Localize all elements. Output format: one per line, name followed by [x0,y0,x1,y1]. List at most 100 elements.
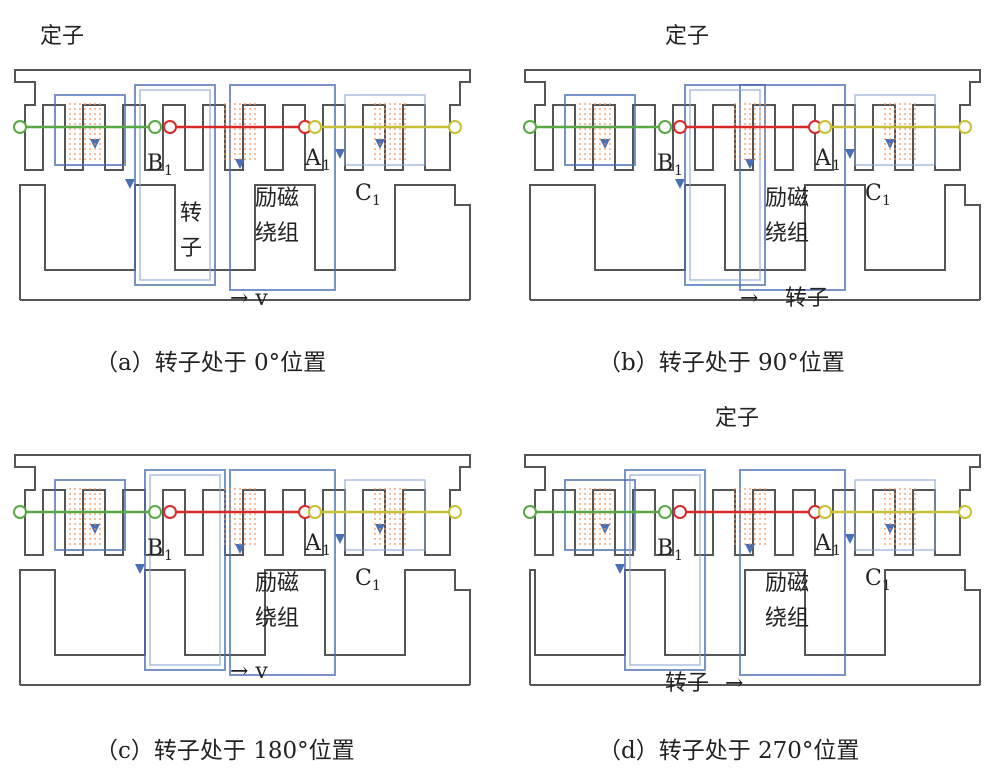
winding-label-line1: 励磁 [765,571,809,596]
flux-arrow [845,534,855,544]
flux-loop [564,94,636,166]
winding-label-line2: 绕组 [765,221,809,246]
motion-arrow: → [740,286,758,311]
flux-loop [149,474,221,666]
phase-c1-label: C [355,181,372,206]
terminal-marker [958,505,972,519]
terminal-marker [163,505,177,519]
flux-loop [684,84,766,286]
flux-arrow [745,544,755,554]
flux-arrow [235,544,245,554]
flux-loop [629,474,701,666]
phase-b1-label: B [657,536,673,561]
phase-c1-label: C [865,566,882,591]
phase-c1-label: C [865,181,882,206]
terminal-marker [523,505,537,519]
flux-loop [854,94,936,166]
winding-label-line1: 励磁 [255,186,299,211]
panel-caption: （b）转子处于 90°位置 [598,350,845,376]
phase-c1-subscript: 1 [882,193,891,209]
terminal-marker [448,505,462,519]
flux-loop [54,94,126,166]
stator-label: 定子 [715,406,759,431]
winding-label-line1: 励磁 [765,186,809,211]
panel-caption: （c）转子处于 180°位置 [95,738,355,764]
velocity-label: → v [230,659,268,684]
flux-loop [344,479,426,551]
terminal-marker [148,505,162,519]
flux-arrow [675,179,685,189]
flux-loop [739,84,846,291]
stator-label: 定子 [40,24,84,49]
panel-caption: （a）转子处于 0°位置 [95,350,326,376]
terminal-marker [13,120,27,134]
terminal-marker [148,120,162,134]
rotor-outline [529,569,981,685]
velocity-label: → v [230,286,268,311]
terminal-marker [658,120,672,134]
phase-c1-label: C [355,566,372,591]
terminal-marker [818,505,832,519]
phase-a1-subscript: 1 [322,158,331,174]
stator-label: 定子 [665,24,709,49]
flux-loop [689,89,761,281]
flux-loop [739,469,846,676]
rotor-outline [19,184,471,300]
flux-loop [564,479,636,551]
rotor-label-line2: 子 [180,236,202,261]
flux-loop [854,479,936,551]
terminal-marker [523,120,537,134]
terminal-marker [163,120,177,134]
flux-arrow [125,179,135,189]
rotor-label: 转子 [665,671,709,696]
flux-arrow [135,564,145,574]
phase-c1-subscript: 1 [882,578,891,594]
phase-a1-label: A [304,531,322,556]
terminal-marker [448,120,462,134]
flux-arrow [615,564,625,574]
rotor-label-line1: 转 [180,201,202,226]
rotor-outline [19,569,471,685]
phase-a1-subscript: 1 [832,158,841,174]
rotor-label: 转子 [785,286,829,311]
flux-loop [54,479,126,551]
phase-c1-subscript: 1 [372,193,381,209]
phase-b1-subscript: 1 [674,163,683,179]
panel-caption: （d）转子处于 270°位置 [598,738,859,764]
flux-arrow [235,159,245,169]
flux-loop [624,469,706,671]
winding-label-line2: 绕组 [255,221,299,246]
flux-loop [229,469,336,676]
terminal-marker [658,505,672,519]
flux-arrow [845,149,855,159]
phase-b1-label: B [147,536,163,561]
flux-arrow [335,149,345,159]
flux-loop [344,94,426,166]
phase-a1-label: A [814,146,832,171]
terminal-marker [673,505,687,519]
flux-arrow [335,534,345,544]
phase-a1-label: A [814,531,832,556]
flux-loop [144,469,226,671]
phase-a1-subscript: 1 [322,543,331,559]
motion-arrow: → [725,671,743,696]
terminal-marker [958,120,972,134]
phase-b1-label: B [147,151,163,176]
winding-label-line2: 绕组 [255,606,299,631]
winding-label-line2: 绕组 [765,606,809,631]
winding-label-line1: 励磁 [255,571,299,596]
flux-loop [229,84,336,291]
flux-arrow [745,159,755,169]
phase-a1-label: A [304,146,322,171]
phase-b1-label: B [657,151,673,176]
phase-c1-subscript: 1 [372,578,381,594]
flux-loop [139,89,211,281]
rotor-outline [529,184,981,300]
phase-b1-subscript: 1 [164,163,173,179]
terminal-marker [818,120,832,134]
